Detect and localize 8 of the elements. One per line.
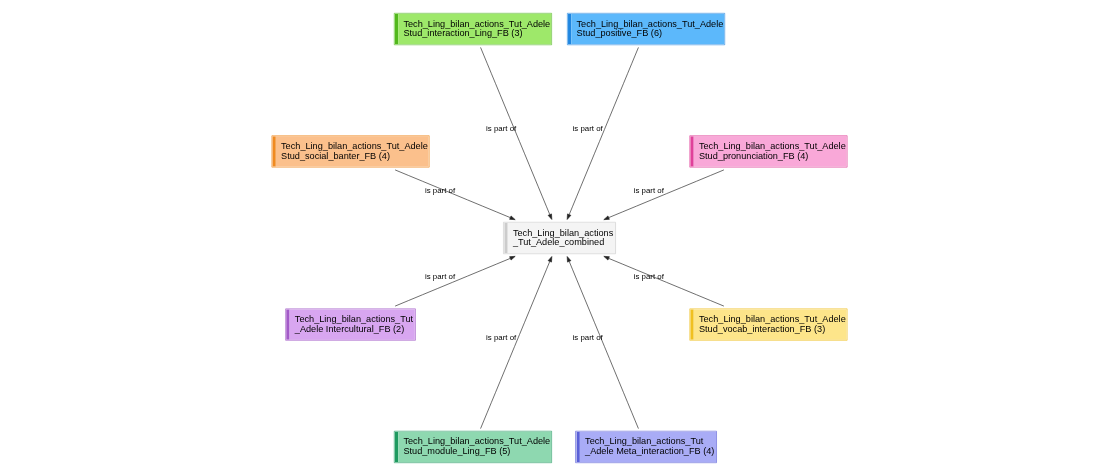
arrow xyxy=(603,256,724,307)
arrow xyxy=(394,169,515,220)
arrow xyxy=(603,169,724,220)
arrow xyxy=(566,256,639,429)
arrow xyxy=(394,256,515,307)
arrow xyxy=(479,47,552,220)
arrow xyxy=(479,256,552,429)
arrow xyxy=(566,47,639,220)
